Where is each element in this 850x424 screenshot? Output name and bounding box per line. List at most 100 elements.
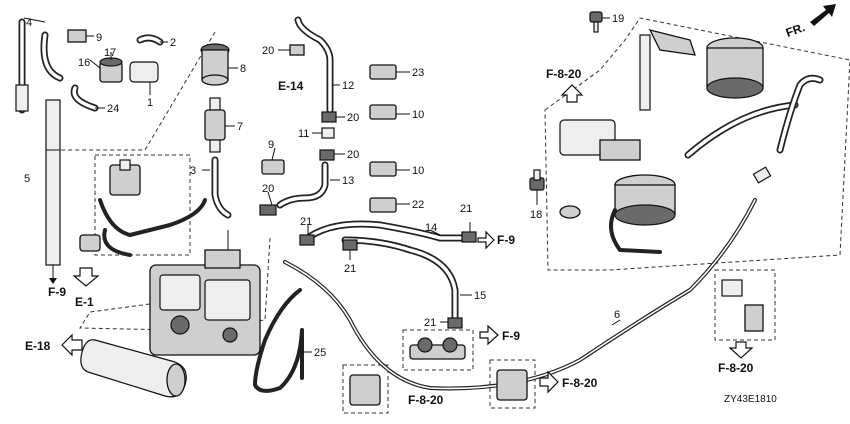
arrow-f820-bottom-b xyxy=(539,370,559,394)
label-part-20-d: 20 xyxy=(262,183,274,195)
arrow-f820-top xyxy=(560,84,584,103)
clamp-9-top xyxy=(67,29,87,43)
canister-cylinder xyxy=(80,339,187,398)
label-part-1: 1 xyxy=(147,97,153,109)
strainer-7 xyxy=(204,97,226,153)
clip-10-lower xyxy=(369,161,397,177)
ref-f9-low: F-9 xyxy=(502,329,520,343)
label-part-11: 11 xyxy=(298,128,309,140)
leader-lines xyxy=(23,17,621,353)
filter-bracket xyxy=(409,337,466,360)
label-part-13: 13 xyxy=(342,175,354,187)
clip-23 xyxy=(369,64,397,80)
ref-f820-top: F-8-20 xyxy=(546,67,582,81)
ref-f820-bottom-a: F-8-20 xyxy=(408,393,444,407)
bracket-1 xyxy=(129,61,159,83)
label-part-21-c: 21 xyxy=(460,203,472,215)
outline-fuel-pump-assembly xyxy=(544,17,850,271)
throttle-body-assembly xyxy=(149,230,261,356)
label-part-20-c: 20 xyxy=(347,149,359,161)
label-part-8: 8 xyxy=(240,63,246,75)
hose-4-sleeve xyxy=(15,84,29,112)
grommet xyxy=(559,205,581,219)
label-part-4: 4 xyxy=(26,17,32,29)
reference-arrows xyxy=(49,4,836,394)
direction-label: FR. xyxy=(784,20,807,40)
fitting-17 xyxy=(99,57,123,83)
ref-e1: E-1 xyxy=(75,295,94,309)
clamp-20-b xyxy=(321,111,337,123)
clamp-21-d xyxy=(447,317,463,329)
bracket-clip-right xyxy=(721,279,764,332)
ref-f820-right: F-8-20 xyxy=(718,361,754,375)
label-part-21-d: 21 xyxy=(424,317,436,329)
label-part-21-a: 21 xyxy=(300,216,312,228)
bolt-18 xyxy=(529,169,545,191)
label-part-17: 17 xyxy=(104,47,116,59)
components xyxy=(67,11,772,406)
clamp-21-a xyxy=(299,234,315,246)
clip-10-upper xyxy=(369,104,397,120)
label-part-7: 7 xyxy=(237,121,243,133)
fuel-filter-8 xyxy=(200,43,230,86)
clip-22 xyxy=(369,197,397,213)
arrow-f9-low xyxy=(479,324,499,346)
ref-f820-bottom-b: F-8-20 xyxy=(562,376,598,390)
label-part-5: 5 xyxy=(24,173,30,185)
ref-f9-left: F-9 xyxy=(48,285,66,299)
clamp-bottom-a xyxy=(349,374,381,406)
label-part-15: 15 xyxy=(474,290,486,302)
label-part-9-top: 9 xyxy=(96,32,102,44)
bolt-19 xyxy=(589,11,603,33)
reference-labels: E-14 F-9 E-1 E-18 F-9 F-9 F-8-20 F-8-20 … xyxy=(25,20,807,407)
dashed-group-outlines xyxy=(60,17,850,414)
arrow-f820-right xyxy=(728,341,754,359)
outline-clamp-b xyxy=(489,359,536,409)
label-part-9-mid: 9 xyxy=(268,139,274,151)
ref-e18: E-18 xyxy=(25,339,51,353)
arrow-f9-mid xyxy=(477,230,495,250)
clamp-20-d xyxy=(259,204,277,216)
fuel-pump-assembly xyxy=(559,29,772,254)
outline-vapor-separator xyxy=(94,154,191,256)
ref-e14: E-14 xyxy=(278,79,304,93)
clamp-21-c xyxy=(461,231,477,243)
vapor-separator xyxy=(79,159,141,252)
label-part-14: 14 xyxy=(425,222,437,234)
label-part-20-a: 20 xyxy=(262,45,274,57)
label-part-19: 19 xyxy=(612,13,624,25)
label-part-22: 22 xyxy=(412,199,424,211)
clamp-20-c xyxy=(319,149,335,161)
arrow-e1 xyxy=(72,267,100,287)
label-part-25: 25 xyxy=(314,347,326,359)
label-part-6: 6 xyxy=(614,309,620,321)
label-part-21-b: 21 xyxy=(344,263,356,275)
label-part-10-upper: 10 xyxy=(412,109,424,121)
outline-bracket-clip xyxy=(714,269,776,341)
label-part-2: 2 xyxy=(170,37,176,49)
hose-3 xyxy=(211,156,232,219)
clamp-bottom-b xyxy=(496,369,528,401)
fitting-11 xyxy=(321,127,335,139)
part-number-labels: 4 9 2 17 16 1 24 8 7 3 5 20 12 20 11 20 … xyxy=(24,13,624,359)
label-part-3: 3 xyxy=(190,165,196,177)
clamp-20-a xyxy=(289,44,305,56)
label-part-24: 24 xyxy=(107,103,119,115)
hose-12 xyxy=(294,16,334,114)
label-part-10-lower: 10 xyxy=(412,165,424,177)
hoses xyxy=(15,16,824,393)
label-part-20-b: 20 xyxy=(347,112,359,124)
diagram-code: ZY43E1810 xyxy=(724,394,777,405)
arrow-e18 xyxy=(61,333,83,357)
label-part-23: 23 xyxy=(412,67,424,79)
outline-clamp-a xyxy=(342,364,389,414)
hose-separator-b xyxy=(102,228,132,257)
label-part-18: 18 xyxy=(530,209,542,221)
clamp-9-mid xyxy=(261,159,285,175)
outline-filter-bracket xyxy=(402,329,474,371)
label-part-16: 16 xyxy=(78,57,90,69)
clamp-21-b xyxy=(342,239,358,251)
tube-5 xyxy=(45,99,61,266)
hose-15 xyxy=(341,236,459,324)
